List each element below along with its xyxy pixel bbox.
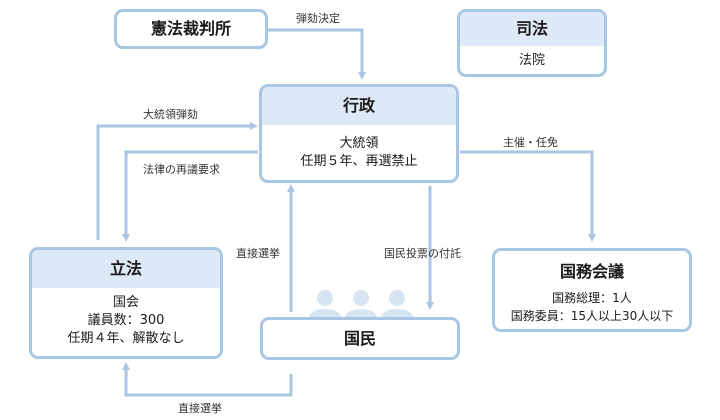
people-box: 国民 bbox=[260, 317, 460, 360]
person-icon bbox=[344, 290, 378, 322]
arrow-president-impeachment bbox=[96, 122, 258, 240]
person-icon bbox=[308, 290, 342, 322]
legislature-members-text: 議員数：300 bbox=[87, 313, 165, 328]
arrow-law-reconsideration bbox=[122, 150, 258, 242]
label-referendum: 国民投票の付託 bbox=[384, 247, 461, 260]
executive-term-text: 任期５年、再選禁止 bbox=[300, 154, 418, 169]
legislature-term-text: 任期４年、解散なし bbox=[67, 331, 185, 346]
label-direct-election-leg: 直接選挙 bbox=[178, 402, 222, 415]
people-title: 国民 bbox=[343, 329, 376, 348]
judiciary-box: 司法 法院 bbox=[457, 9, 607, 77]
legislature-box: 立法 国会 議員数：300 任期４年、解散なし bbox=[29, 247, 223, 359]
executive-body: 大統領 任期５年、再選禁止 bbox=[262, 125, 456, 171]
label-law-reconsideration: 法律の再議要求 bbox=[143, 163, 220, 176]
legislature-body: 国会 議員数：300 任期４年、解散なし bbox=[32, 288, 220, 348]
constitutional-court-title: 憲法裁判所 bbox=[150, 19, 231, 38]
arrow-impeachment-decision bbox=[268, 28, 366, 80]
judiciary-court-text: 法院 bbox=[518, 53, 545, 68]
judiciary-body: 法院 bbox=[460, 46, 604, 70]
legislature-title: 立法 bbox=[32, 250, 220, 288]
executive-president-text: 大統領 bbox=[339, 136, 379, 151]
label-impeachment-decision: 弾劾決定 bbox=[296, 12, 340, 25]
state-council-body: 国務総理：1人 国務委員：15人以上30人以下 bbox=[495, 283, 689, 325]
state-council-ministers-text: 国務委員：15人以上30人以下 bbox=[510, 309, 674, 323]
executive-title: 行政 bbox=[262, 87, 456, 125]
state-council-title: 国務会議 bbox=[559, 262, 624, 281]
arrow-direct-election-leg bbox=[122, 362, 293, 397]
legislature-assembly-text: 国会 bbox=[112, 295, 139, 310]
label-president-impeachment: 大統領弾劾 bbox=[143, 108, 198, 121]
judiciary-title: 司法 bbox=[460, 12, 604, 46]
state-council-pm-text: 国務総理：1人 bbox=[552, 291, 632, 305]
person-icon bbox=[380, 290, 414, 322]
label-presides-appoints: 主催・任免 bbox=[503, 136, 558, 149]
executive-box: 行政 大統領 任期５年、再選禁止 bbox=[259, 84, 459, 183]
label-direct-election-exec: 直接選挙 bbox=[236, 247, 280, 260]
constitutional-court-box: 憲法裁判所 bbox=[114, 9, 268, 49]
arrow-presides-appoints bbox=[460, 150, 596, 242]
state-council-box: 国務会議 国務総理：1人 国務委員：15人以上30人以下 bbox=[492, 248, 692, 332]
